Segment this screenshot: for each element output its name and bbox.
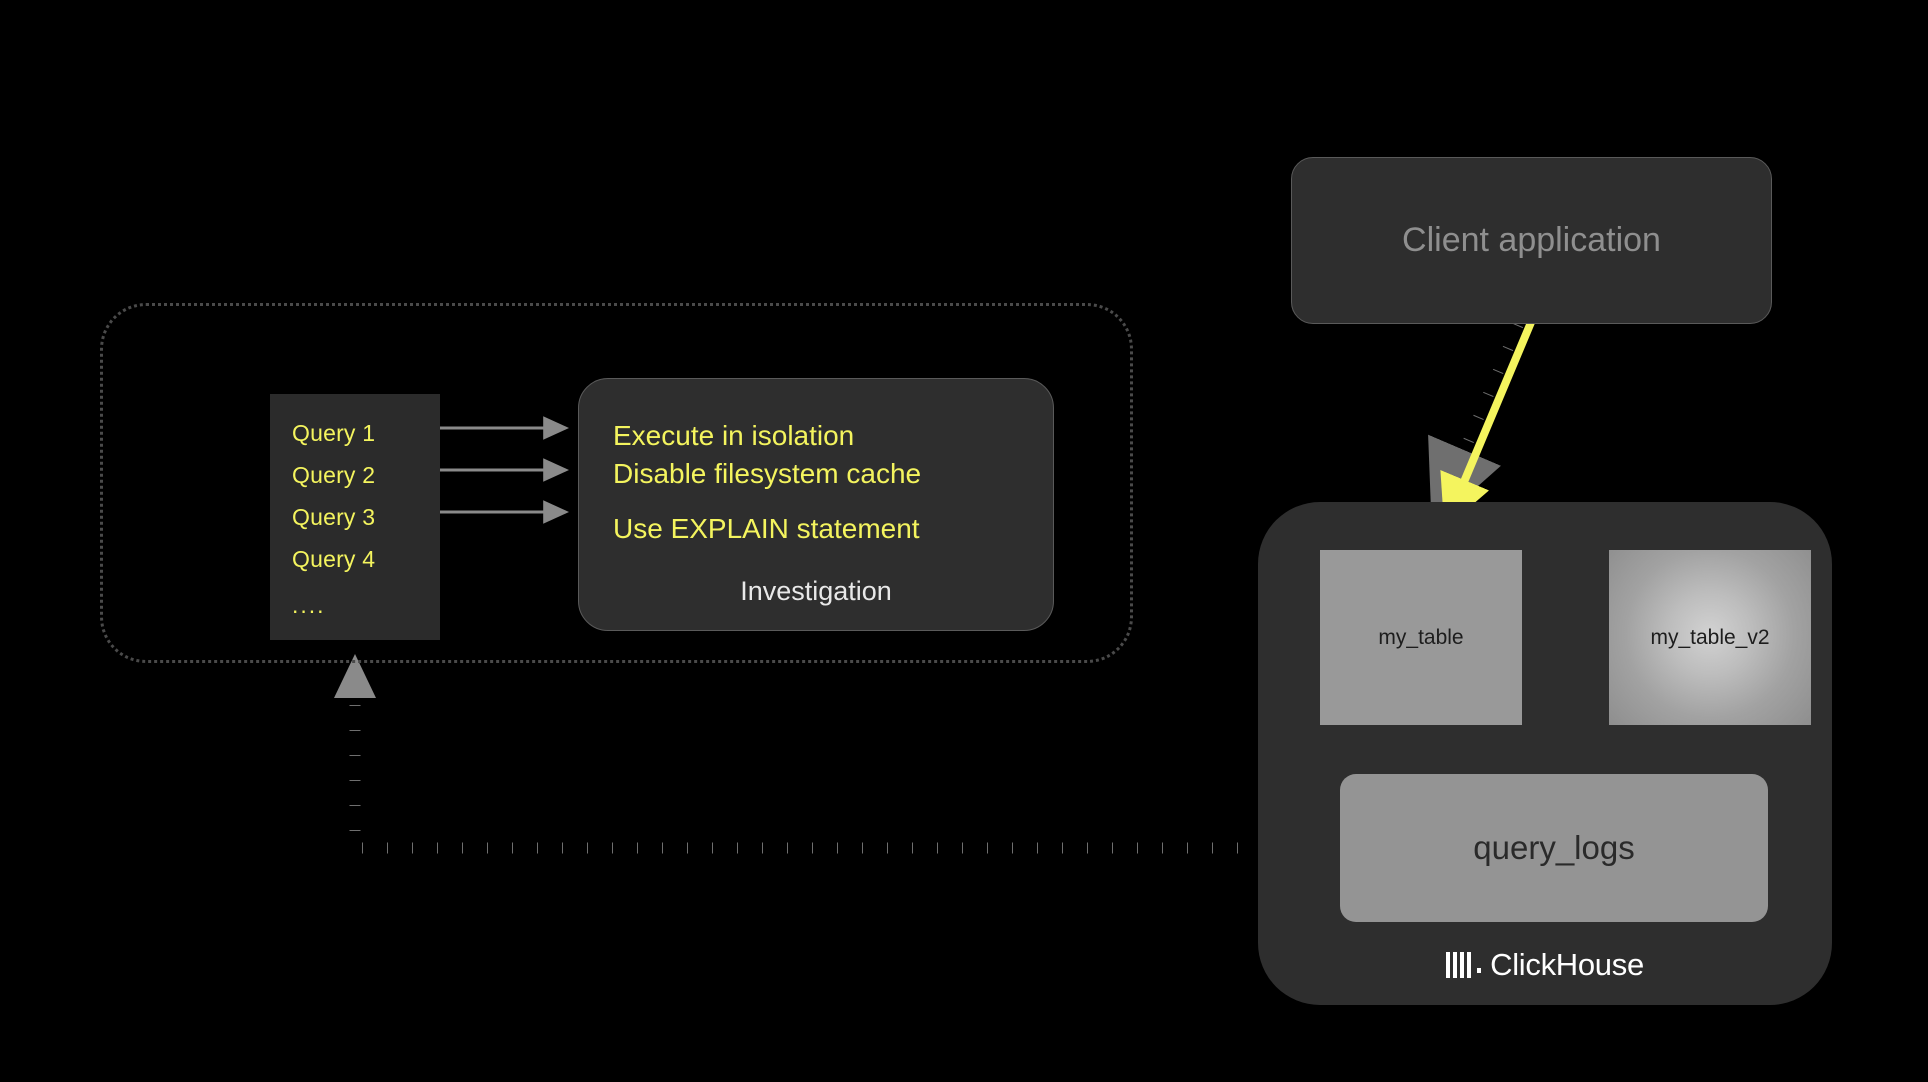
clickhouse-bars-icon (1446, 952, 1472, 978)
client-to-my-table-v2-arrow-line (1445, 318, 1533, 527)
clickhouse-container: my_table my_table_v2 query_logs ClickHou… (1258, 502, 1832, 1005)
investigation-bullet: Execute in isolation (613, 420, 855, 451)
investigation-group (100, 303, 1133, 663)
table-node-label: my_table (1378, 625, 1464, 649)
table-node-label: query_logs (1473, 829, 1635, 866)
investigation-card: Execute in isolation Disable filesystem … (578, 378, 1054, 631)
investigation-bullet: Disable filesystem cache (613, 458, 922, 489)
list-item[interactable]: Query 4 (292, 546, 376, 572)
client-to-my-table-v2-arrow (1442, 320, 1532, 530)
list-item[interactable]: Query 2 (292, 462, 376, 488)
investigation-bullet: Use EXPLAIN statement (613, 513, 920, 544)
client-application-label: Client application (1402, 221, 1661, 259)
clickhouse-logo: ClickHouse (1258, 947, 1832, 983)
table-node-label: my_table_v2 (1650, 625, 1770, 649)
client-application-box: Client application (1291, 157, 1772, 324)
table-node-query-logs[interactable]: query_logs (1340, 774, 1768, 922)
table-node-my-table[interactable]: my_table (1320, 550, 1522, 725)
investigation-card-title: Investigation (740, 576, 892, 606)
list-item[interactable]: Query 1 (292, 420, 376, 446)
list-item-ellipsis: .... (292, 592, 326, 618)
list-item[interactable]: Query 3 (292, 504, 376, 530)
table-node-my-table-v2[interactable]: my_table_v2 (1609, 550, 1811, 725)
clickhouse-wordmark: ClickHouse (1490, 947, 1644, 982)
query-logs-to-query-list-arrow (334, 654, 1338, 854)
client-to-my-table-arrow (1428, 322, 1524, 528)
clickhouse-dot-icon (1477, 968, 1482, 973)
client-to-my-table-v2-arrow-group (1440, 318, 1536, 529)
query-list-panel: Query 1 Query 2 Query 3 Query 4 .... (270, 394, 440, 640)
